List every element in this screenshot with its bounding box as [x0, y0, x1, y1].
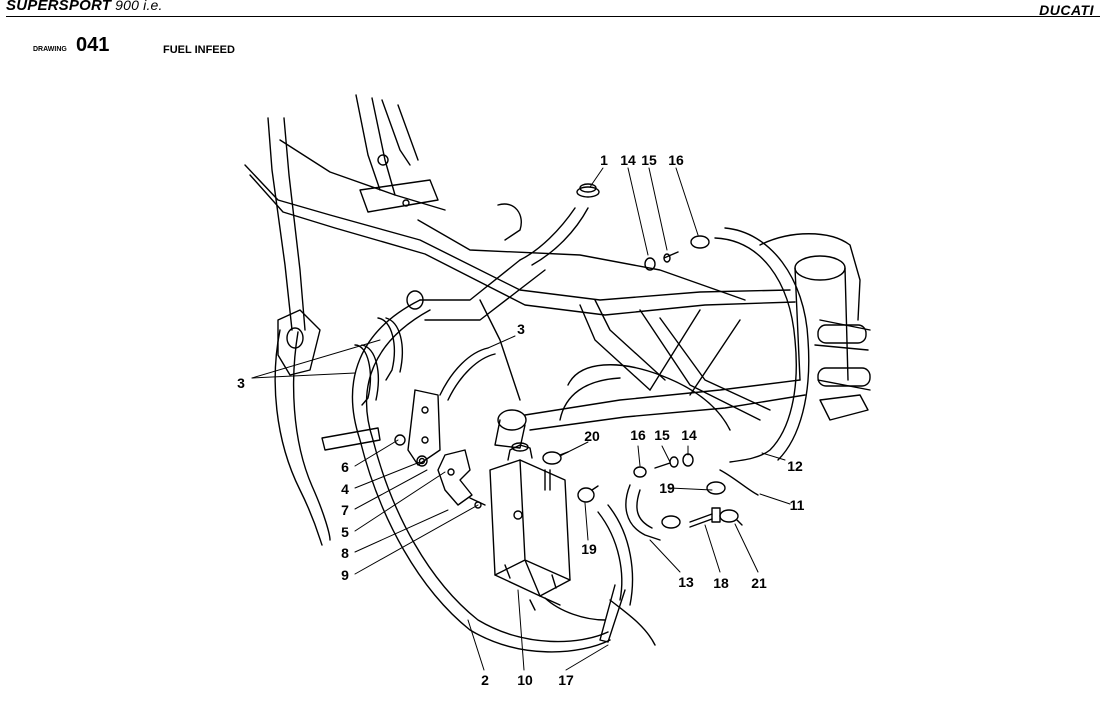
callout-14: 14	[681, 427, 697, 443]
drawing-number: 041	[76, 34, 110, 56]
callout-17: 17	[558, 672, 574, 688]
callout-21: 21	[751, 575, 767, 591]
brackets-3	[354, 317, 496, 406]
leader-lines	[251, 167, 791, 671]
callout-14: 14	[620, 152, 636, 168]
filter-bracket	[437, 449, 486, 509]
callout-7: 7	[341, 502, 349, 518]
callout-12: 12	[787, 458, 803, 474]
filler-cap	[519, 183, 600, 266]
callout-16: 16	[630, 427, 646, 443]
callout-10: 10	[517, 672, 533, 688]
brand-logo: DUCATI	[1039, 2, 1094, 18]
fuel-filter	[489, 442, 606, 621]
callout-8: 8	[341, 545, 349, 561]
bolt-18	[689, 507, 721, 528]
fuel-hoses	[559, 227, 810, 646]
header-rule	[6, 16, 1100, 17]
callout-19: 19	[659, 480, 675, 496]
callout-15: 15	[641, 152, 657, 168]
mounting-plate	[321, 389, 441, 467]
callout-19: 19	[581, 541, 597, 557]
drawing-title: FUEL INFEED	[163, 44, 235, 56]
callout-1: 1	[600, 152, 608, 168]
frame	[244, 94, 806, 653]
callout-3: 3	[517, 321, 525, 337]
callout-11: 11	[789, 497, 805, 513]
frame-details	[277, 154, 527, 449]
callout-3: 3	[237, 375, 245, 391]
drawing-label: DRAWING	[33, 46, 67, 53]
callout-2: 2	[481, 672, 489, 688]
callout-6: 6	[341, 459, 349, 475]
callout-4: 4	[341, 481, 349, 497]
model-title: SUPERSPORT	[6, 0, 112, 14]
callout-20: 20	[584, 428, 600, 444]
callout-5: 5	[341, 524, 349, 540]
callout-9: 9	[341, 567, 349, 583]
callout-13: 13	[678, 574, 694, 590]
callout-16: 16	[668, 152, 684, 168]
callout-15: 15	[654, 427, 670, 443]
hose-clamps	[542, 235, 743, 529]
steering-head	[759, 233, 871, 421]
callout-18: 18	[713, 575, 729, 591]
model-version: 900 i.e.	[115, 0, 163, 13]
